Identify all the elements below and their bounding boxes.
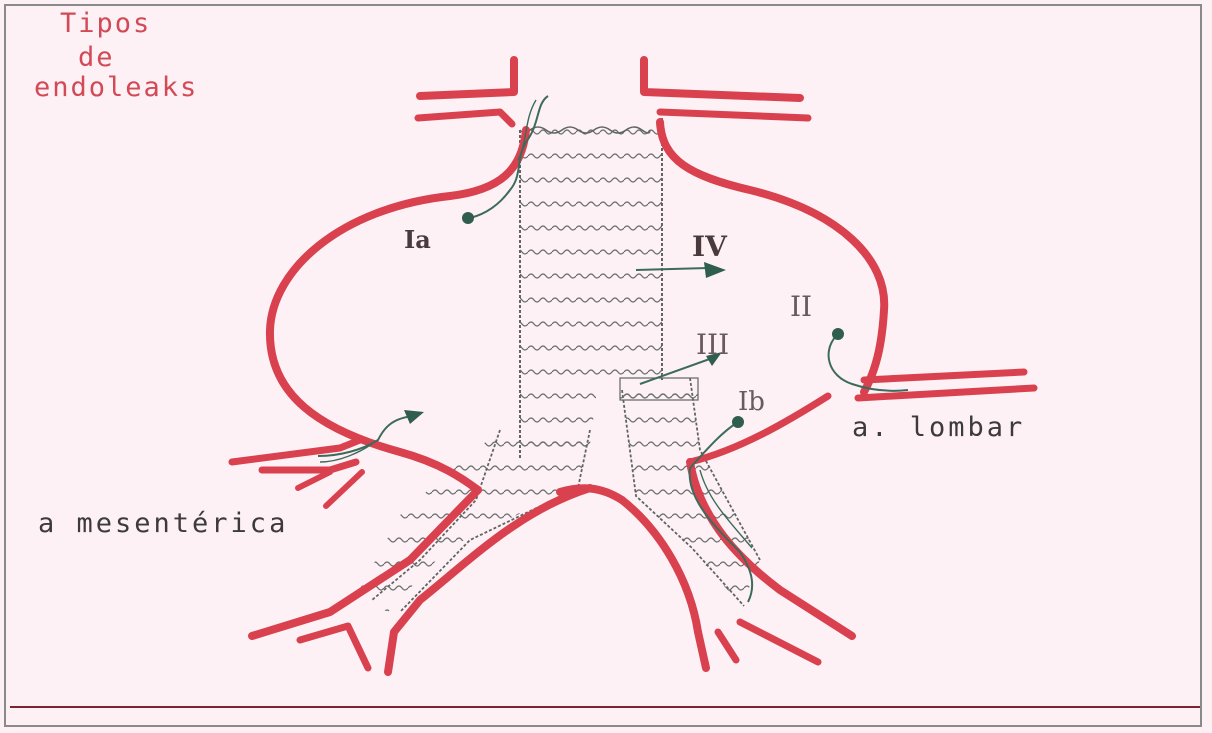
leak-ia-marker [462,212,474,224]
leak-ib-marker [732,416,744,428]
label-type-ia: Ia [404,225,431,254]
label-type-ib: Ib [738,387,765,417]
diagram-title: Tipos de endoleaks [34,8,198,103]
title-line-1: Tipos [60,8,151,39]
label-lumbar-artery: a. lombar [852,412,1025,443]
stent-graft [356,118,760,612]
label-mesenteric-artery: a mesentérica [38,508,288,539]
leak-mesenteric-arrowhead [404,410,424,424]
leak-iv-arrowhead [704,262,726,278]
label-type-iv: IV [692,230,728,263]
label-type-iii: III [696,328,729,361]
label-type-ii: II [790,290,812,323]
leak-ii-marker [832,328,844,340]
title-line-2: de [78,42,115,73]
title-line-3: endoleaks [34,72,198,103]
